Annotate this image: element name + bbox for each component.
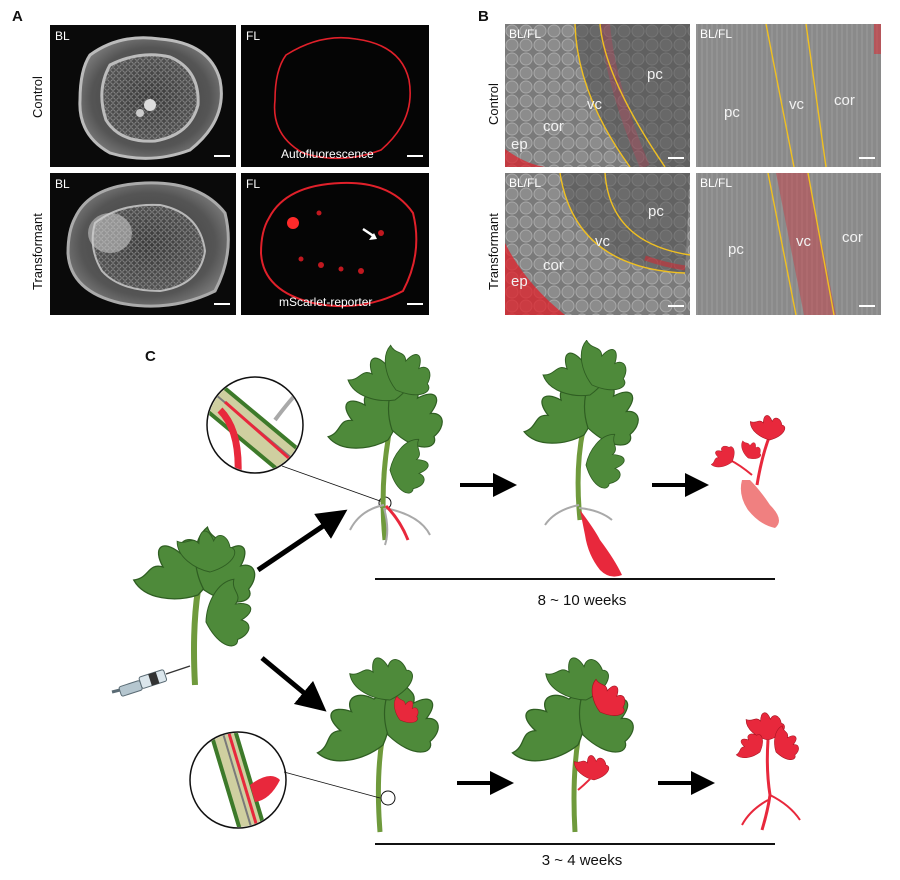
arrow-up-icon [256, 509, 348, 573]
region-label: pc [724, 104, 740, 121]
region-label: pc [648, 203, 664, 220]
longitudinal-section-merge [696, 173, 881, 315]
plant-with-transgenic-shoot [309, 647, 455, 833]
panel-c-schematic [111, 340, 806, 833]
panel-a-letter: A [12, 8, 23, 25]
autofluorescence-outline [273, 36, 411, 160]
panel-b-row-label-transformant: Transformant [486, 213, 501, 290]
scale-bar [407, 303, 423, 305]
tile-tag: BL/FL [700, 27, 733, 41]
cross-section-merge [505, 173, 690, 315]
region-label: cor [842, 229, 863, 246]
tile-tag: BL [55, 29, 70, 43]
zoom-circle-bottom [189, 731, 396, 829]
timeline-label: 8 ~ 10 weeks [537, 592, 627, 609]
panel-a-transformant-fl-image: FL mScarlet-reporter [241, 173, 429, 315]
scale-bar [407, 155, 423, 157]
region-label: pc [647, 66, 663, 83]
panel-c-letter: C [145, 348, 156, 365]
longitudinal-section-merge [696, 24, 881, 167]
scale-bar [668, 157, 684, 159]
panel-a-control-fl-image: FL Autofluorescence [241, 25, 429, 167]
infected-seedling [127, 520, 272, 686]
region-label: cor [834, 92, 855, 109]
timeline-bar [375, 578, 775, 580]
scale-bar [859, 305, 875, 307]
regenerated-transgenic-plant [733, 709, 806, 831]
scale-bar [214, 155, 230, 157]
panel-a-row-label-control: Control [30, 76, 45, 118]
panel-a-transformant-bl-image: BL [50, 173, 236, 315]
plant-with-hairy-roots [321, 340, 459, 546]
region-label: cor [543, 118, 564, 135]
region-label: ep [511, 273, 528, 290]
panel-b-control-cross-image: BL/FL pc vc cor ep [505, 24, 690, 167]
region-label: vc [789, 96, 804, 113]
tile-tag: FL [246, 177, 261, 191]
tile-caption: Autofluorescence [281, 147, 374, 161]
tile-tag: BL/FL [509, 176, 542, 190]
timeline-label: 3 ~ 4 weeks [541, 852, 623, 869]
timeline-bar [375, 843, 775, 845]
region-label: vc [796, 233, 811, 250]
tile-tag: FL [246, 29, 261, 43]
tile-caption: mScarlet-reporter [279, 295, 373, 309]
panel-b-control-longitudinal-image: BL/FL pc vc cor [696, 24, 881, 167]
scale-bar [668, 305, 684, 307]
syringe-icon [111, 665, 191, 697]
region-label: cor [543, 257, 564, 274]
stem-cross-section-bl [66, 181, 230, 308]
plant-with-red-shoots [504, 647, 650, 833]
tile-tag: BL/FL [509, 27, 542, 41]
tile-tag: BL/FL [700, 176, 733, 190]
region-label: ep [511, 136, 528, 153]
panel-a-row-label-transformant: Transformant [30, 213, 45, 290]
panel-b-transformant-longitudinal-image: BL/FL pc vc cor [696, 173, 881, 315]
scale-bar [859, 157, 875, 159]
panel-a-control-bl-image: BL [50, 25, 236, 167]
panel-b-transformant-cross-image: BL/FL pc vc cor ep [505, 173, 690, 315]
plant-with-tuber [517, 340, 655, 577]
stem-cross-section-bl [78, 36, 223, 160]
mscarlet-fluorescence [259, 181, 418, 308]
tile-tag: BL [55, 177, 70, 191]
panel-b-row-label-control: Control [486, 83, 501, 125]
panel-b-letter: B [478, 8, 489, 25]
arrow-down-icon [260, 656, 327, 712]
regenerated-tuber [708, 412, 787, 528]
region-label: pc [728, 241, 744, 258]
cross-section-merge [505, 24, 690, 167]
scale-bar [214, 303, 230, 305]
region-label: vc [587, 96, 602, 113]
region-label: vc [595, 233, 610, 250]
